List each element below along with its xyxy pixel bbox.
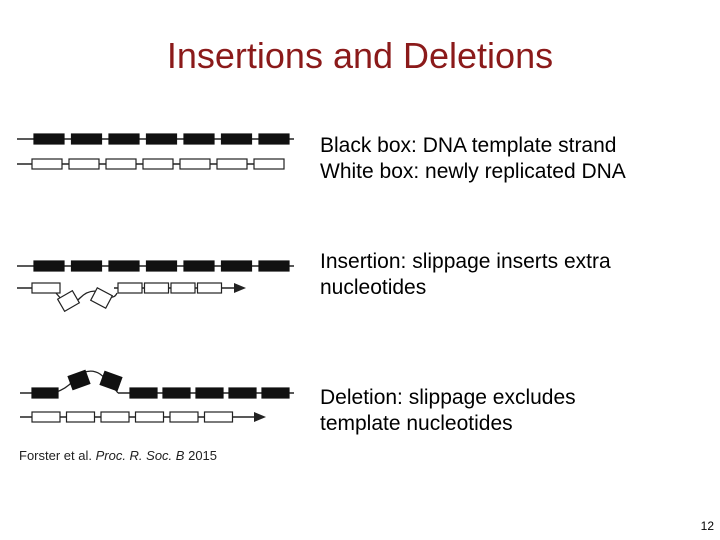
- citation-authors: Forster et al.: [19, 448, 92, 463]
- inserted-box: [89, 287, 114, 309]
- new-box: [143, 282, 170, 294]
- excluded-template-box: [67, 369, 91, 391]
- new-box: [31, 282, 61, 294]
- new-box: [169, 411, 199, 423]
- normal-caption-line-2: White box: newly replicated DNA: [320, 160, 626, 183]
- new-box: [68, 158, 100, 170]
- citation-year: 2015: [188, 448, 218, 463]
- page-number: 12: [700, 519, 714, 533]
- template-box: [145, 133, 178, 145]
- excluded-template-box: [99, 370, 123, 392]
- insertion-caption-line-2: nucleotides: [320, 276, 427, 299]
- new-box: [31, 411, 61, 423]
- new-box: [117, 282, 143, 294]
- template-box: [33, 133, 65, 145]
- new-box: [196, 282, 223, 294]
- new-box: [253, 158, 285, 170]
- template-box: [195, 387, 224, 399]
- template-box: [129, 387, 158, 399]
- template-box: [220, 260, 253, 272]
- new-box: [216, 158, 248, 170]
- template-box: [108, 133, 140, 145]
- strand-arrow-icon: [234, 283, 246, 293]
- template-box: [183, 260, 215, 272]
- template-box: [162, 387, 191, 399]
- normal-caption: Black box: DNA template strand White box…: [320, 133, 710, 185]
- insertion-svg: [17, 260, 294, 313]
- insertion-caption: Insertion: slippage inserts extra nucleo…: [320, 249, 710, 301]
- template-box: [183, 133, 215, 145]
- new-box: [179, 158, 211, 170]
- template-box: [258, 133, 290, 145]
- template-box: [261, 387, 290, 399]
- deletion-diagram: [14, 362, 304, 432]
- template-box: [228, 387, 257, 399]
- template-box: [220, 133, 253, 145]
- template-box: [258, 260, 290, 272]
- template-box: [70, 133, 103, 145]
- new-box: [134, 411, 165, 423]
- new-box: [100, 411, 130, 423]
- insertion-caption-line-1: Insertion: slippage inserts extra: [320, 250, 611, 273]
- deletion-caption-line-2: template nucleotides: [320, 412, 513, 435]
- insertion-diagram: [14, 250, 304, 320]
- template-box: [70, 260, 103, 272]
- deletion-caption-line-1: Deletion: slippage excludes: [320, 386, 576, 409]
- deletion-caption: Deletion: slippage excludes template nuc…: [320, 385, 710, 437]
- new-box: [31, 158, 63, 170]
- template-box: [108, 260, 140, 272]
- strand-arrow-icon: [254, 412, 266, 422]
- inserted-box: [56, 289, 81, 313]
- new-box: [170, 282, 196, 294]
- normal-replication-svg: [17, 133, 294, 170]
- new-box: [203, 411, 234, 423]
- template-box: [145, 260, 178, 272]
- citation: Forster et al. Proc. R. Soc. B 2015: [19, 448, 217, 464]
- normal-caption-line-1: Black box: DNA template strand: [320, 134, 617, 157]
- new-box: [142, 158, 174, 170]
- template-box: [31, 387, 59, 399]
- slide-title: Insertions and Deletions: [166, 35, 554, 76]
- new-box: [105, 158, 137, 170]
- deletion-svg: [20, 369, 294, 423]
- new-box: [65, 411, 96, 423]
- citation-journal: Proc. R. Soc. B: [95, 448, 185, 463]
- normal-replication-diagram: [14, 128, 304, 178]
- template-box: [33, 260, 65, 272]
